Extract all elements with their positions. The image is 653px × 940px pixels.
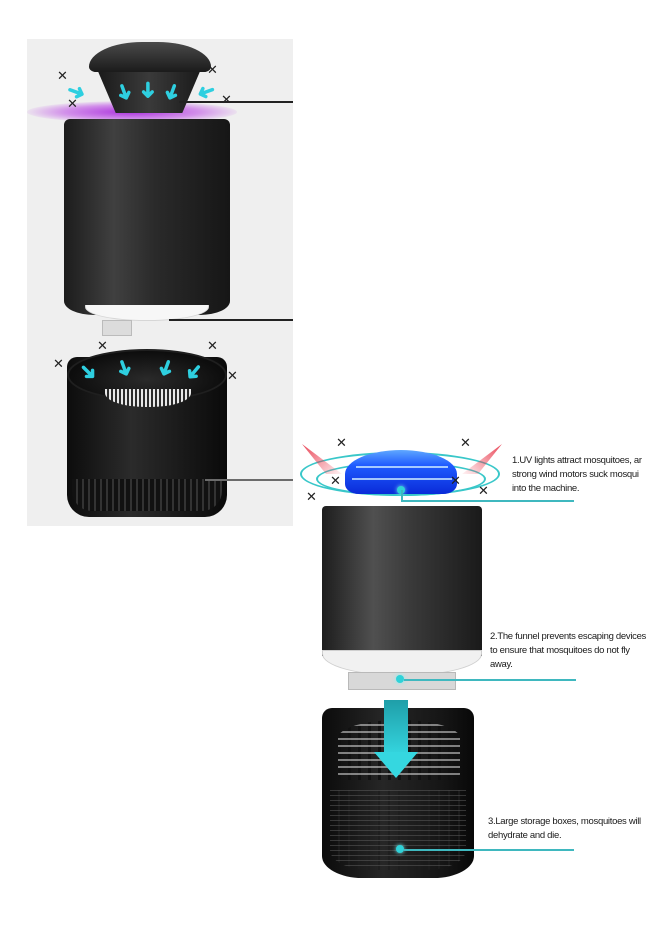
down-arrow-icon bbox=[374, 752, 418, 778]
fan-funnel bbox=[97, 69, 201, 113]
dome-stripe bbox=[352, 478, 452, 480]
callout-dot bbox=[396, 845, 404, 853]
callout-2-line-1: 2.The funnel prevents escaping devices bbox=[490, 631, 647, 642]
mosquito-icon: ✕ bbox=[450, 473, 461, 488]
lamp-body-cylinder bbox=[64, 119, 230, 315]
left-exploded-diagram: ➜ ➜ ➜ ➜ ➜ ➜ ➜ ➜ ➜ ✕ ✕ ✕ ✕ ✕ ✕ ✕ ✕ bbox=[27, 39, 293, 526]
callout-line bbox=[401, 490, 403, 502]
mosquito-icon: ✕ bbox=[67, 96, 78, 111]
leader-line bbox=[205, 479, 293, 481]
callout-2-line-3: away. bbox=[490, 659, 513, 670]
callout-line bbox=[404, 849, 574, 851]
callout-3-line-1: 3.Large storage boxes, mosquitoes will bbox=[488, 816, 641, 827]
mosquito-icon: ✕ bbox=[207, 62, 218, 77]
callout-3: 3.Large storage boxes, mosquitoes will d… bbox=[488, 815, 653, 843]
mosquito-icon: ✕ bbox=[57, 68, 68, 83]
callout-line bbox=[402, 500, 574, 502]
callout-2: 2.The funnel prevents escaping devices t… bbox=[490, 630, 653, 672]
mosquito-icon: ✕ bbox=[207, 338, 218, 353]
leader-line bbox=[169, 319, 293, 321]
mosquito-icon: ✕ bbox=[460, 435, 471, 450]
lamp-dome bbox=[89, 42, 211, 72]
basket-mesh-lower bbox=[330, 790, 466, 870]
callout-1-line-2: strong wind motors suck mosqui bbox=[512, 469, 639, 480]
leader-line bbox=[179, 101, 293, 103]
callout-1-line-1: 1.UV lights attract mosquitoes, ar bbox=[512, 455, 642, 466]
callout-dot bbox=[396, 675, 404, 683]
down-arrow-shaft bbox=[384, 700, 408, 756]
mosquito-icon: ✕ bbox=[227, 368, 238, 383]
bin-grate bbox=[105, 389, 191, 407]
mosquito-icon: ✕ bbox=[221, 92, 232, 107]
callout-line bbox=[404, 679, 576, 681]
dome-stripe bbox=[356, 466, 448, 468]
callout-2-line-2: to ensure that mosquitoes do not fly bbox=[490, 645, 630, 656]
mosquito-icon: ✕ bbox=[336, 435, 347, 450]
callout-3-line-2: dehydrate and die. bbox=[488, 830, 562, 841]
mosquito-icon: ✕ bbox=[306, 489, 317, 504]
airflow-arrow-icon: ➜ bbox=[136, 80, 162, 100]
mosquito-icon: ✕ bbox=[53, 356, 64, 371]
mosquito-icon: ✕ bbox=[478, 483, 489, 498]
mosquito-icon: ✕ bbox=[97, 338, 108, 353]
lamp-body-cylinder bbox=[322, 506, 482, 656]
clip-part bbox=[102, 320, 132, 336]
callout-1-line-3: into the machine. bbox=[512, 483, 580, 494]
bin-ridges bbox=[72, 479, 222, 511]
mosquito-icon: ✕ bbox=[330, 473, 341, 488]
callout-1: 1.UV lights attract mosquitoes, ar stron… bbox=[512, 454, 653, 496]
